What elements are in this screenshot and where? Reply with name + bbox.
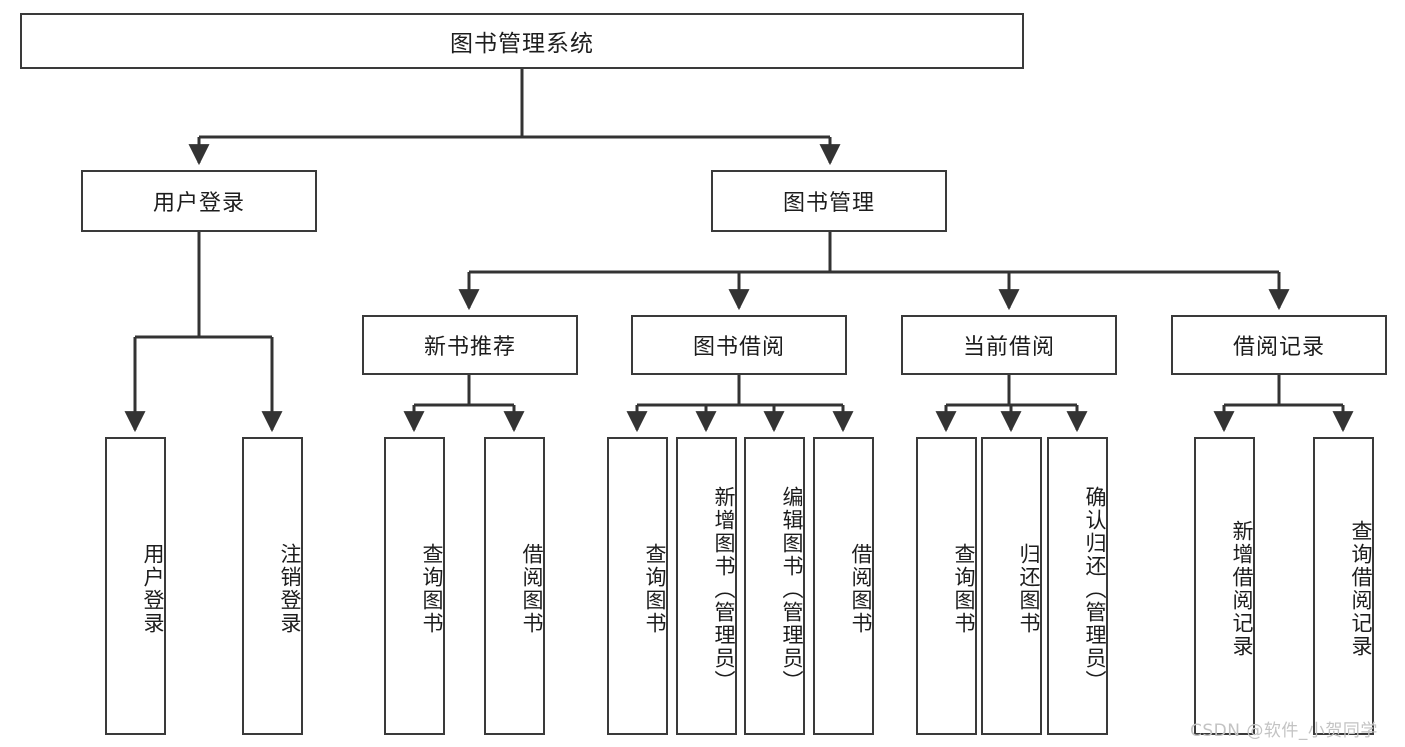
node-leaf-query-book-3[interactable]: 查询图书 <box>916 437 977 735</box>
node-borrow-record-label: 借阅记录 <box>1232 335 1325 360</box>
node-leaf-logout-login[interactable]: 注销登录 <box>242 437 303 735</box>
node-leaf-add-book-label: 新增图书（管理员） <box>712 485 736 693</box>
node-leaf-user-login[interactable]: 用户登录 <box>105 437 166 735</box>
node-leaf-borrow-book-1-label: 借阅图书 <box>520 543 544 635</box>
node-book-borrow[interactable]: 图书借阅 <box>631 315 847 375</box>
node-leaf-logout-login-label: 注销登录 <box>278 543 302 635</box>
node-leaf-edit-book-label: 编辑图书（管理员） <box>780 485 804 693</box>
node-leaf-confirm-return-label: 确认归还（管理员） <box>1083 485 1107 693</box>
node-leaf-query-record[interactable]: 查询借阅记录 <box>1313 437 1374 735</box>
node-leaf-add-record-label: 新增借阅记录 <box>1230 520 1254 658</box>
node-leaf-query-book-2-label: 查询图书 <box>643 543 667 635</box>
node-current-borrow-label: 当前借阅 <box>962 335 1055 360</box>
node-user-login[interactable]: 用户登录 <box>81 170 317 232</box>
node-leaf-borrow-book-2-label: 借阅图书 <box>849 543 873 635</box>
node-leaf-add-book[interactable]: 新增图书（管理员） <box>676 437 737 735</box>
node-borrow-record[interactable]: 借阅记录 <box>1171 315 1387 375</box>
node-root-system-label: 图书管理系统 <box>450 31 594 57</box>
node-current-borrow[interactable]: 当前借阅 <box>901 315 1117 375</box>
node-leaf-add-record[interactable]: 新增借阅记录 <box>1194 437 1255 735</box>
node-leaf-confirm-return[interactable]: 确认归还（管理员） <box>1047 437 1108 735</box>
node-leaf-return-book[interactable]: 归还图书 <box>981 437 1042 735</box>
node-leaf-query-book-2[interactable]: 查询图书 <box>607 437 668 735</box>
node-new-book-recommend[interactable]: 新书推荐 <box>362 315 578 375</box>
node-leaf-query-book-1[interactable]: 查询图书 <box>384 437 445 735</box>
node-leaf-return-book-label: 归还图书 <box>1017 543 1041 635</box>
node-root-system[interactable]: 图书管理系统 <box>20 13 1024 69</box>
node-book-manage-label: 图书管理 <box>782 191 875 216</box>
node-leaf-query-book-1-label: 查询图书 <box>420 543 444 635</box>
node-book-borrow-label: 图书借阅 <box>692 335 785 360</box>
node-leaf-edit-book[interactable]: 编辑图书（管理员） <box>744 437 805 735</box>
node-user-login-label: 用户登录 <box>152 191 245 216</box>
node-book-manage[interactable]: 图书管理 <box>711 170 947 232</box>
csdn-watermark: CSDN @软件_小贺同学 <box>1190 721 1378 741</box>
node-leaf-user-login-label: 用户登录 <box>141 543 165 635</box>
node-leaf-query-record-label: 查询借阅记录 <box>1349 520 1373 658</box>
node-leaf-query-book-3-label: 查询图书 <box>952 543 976 635</box>
node-new-book-recommend-label: 新书推荐 <box>423 335 516 360</box>
node-leaf-borrow-book-2[interactable]: 借阅图书 <box>813 437 874 735</box>
node-leaf-borrow-book-1[interactable]: 借阅图书 <box>484 437 545 735</box>
